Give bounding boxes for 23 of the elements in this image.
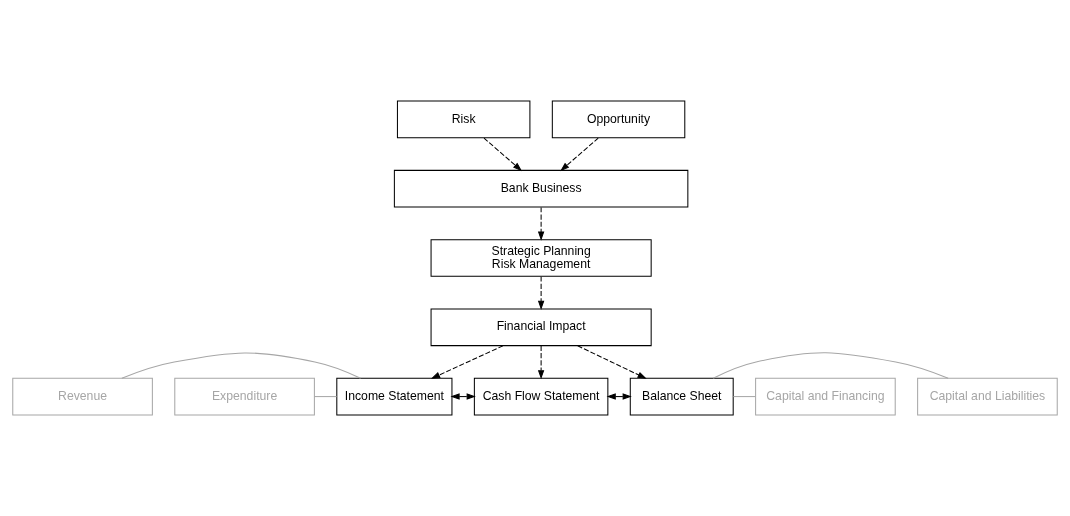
node-box: Capital and Financing [755, 377, 896, 416]
arrow [537, 206, 545, 241]
node-box: Capital and Liabilities [917, 377, 1058, 416]
node-box: Revenue [12, 377, 153, 416]
node-box: Balance Sheet [629, 377, 734, 416]
connector [712, 352, 949, 379]
node-box: Cash Flow Statement [473, 377, 609, 416]
node-box: Risk [396, 100, 531, 139]
node-box: Bank Business [393, 169, 689, 208]
arrow [560, 137, 599, 172]
arrow [577, 345, 647, 379]
node-box: Income Statement [336, 377, 453, 416]
connector [732, 396, 756, 398]
node-box: Expenditure [174, 377, 315, 416]
arrow [537, 345, 545, 380]
arrow [483, 137, 523, 172]
node-box: Financial Impact [430, 308, 652, 347]
node-box: Opportunity [551, 100, 686, 139]
connector [121, 352, 362, 379]
connector [314, 396, 338, 398]
arrow [430, 345, 504, 379]
node-box: Strategic Planning Risk Management [430, 239, 652, 277]
arrow [537, 276, 545, 311]
